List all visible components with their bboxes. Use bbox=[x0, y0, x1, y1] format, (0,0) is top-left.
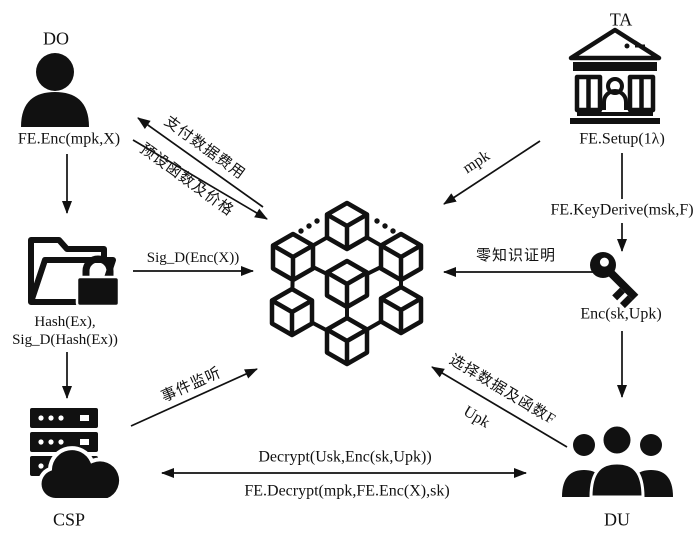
key-icon bbox=[590, 252, 639, 309]
fe-decrypt-label: FE.Decrypt(mpk,FE.Enc(X),sk) bbox=[244, 482, 450, 500]
hash-ex-label: Hash(Ex), bbox=[34, 314, 96, 331]
decrypt-usk-label: Decrypt(Usk,Enc(sk,Upk)) bbox=[258, 448, 432, 466]
bank-icon bbox=[568, 27, 662, 124]
enc-sk-upk-label: Enc(sk,Upk) bbox=[580, 305, 662, 323]
arrow-mpk bbox=[443, 140, 541, 205]
folder-lock-icon bbox=[28, 237, 121, 308]
du-label: DU bbox=[604, 509, 630, 530]
flow-arrows bbox=[62, 117, 627, 478]
zk-proof-label: 零知识证明 bbox=[475, 248, 557, 265]
person-icon bbox=[21, 53, 89, 127]
arrow-select-data-upk bbox=[431, 366, 568, 448]
do-label: DO bbox=[43, 28, 69, 49]
ta-formula: FE.Setup(1λ) bbox=[579, 130, 665, 148]
do-formula: FE.Enc(mpk,X) bbox=[17, 130, 121, 148]
arrow-event-listening bbox=[130, 368, 258, 427]
ta-label: TA bbox=[609, 9, 633, 30]
blockchain-cubes-icon bbox=[272, 203, 421, 364]
keyderive-label: FE.KeyDerive(msk,F) bbox=[550, 201, 694, 219]
arrow-preset-function bbox=[132, 139, 268, 220]
sig-d-enc-label: Sig_D(Enc(X)) bbox=[146, 250, 240, 267]
ellipsis-dots bbox=[298, 218, 396, 234]
people-group-icon bbox=[562, 423, 673, 499]
arrow-pay-data-fee bbox=[137, 117, 264, 208]
sig-d-hash-label: Sig_D(Hash(Ex)) bbox=[12, 332, 118, 349]
csp-label: CSP bbox=[52, 509, 86, 530]
server-cloud-icon bbox=[30, 408, 124, 503]
